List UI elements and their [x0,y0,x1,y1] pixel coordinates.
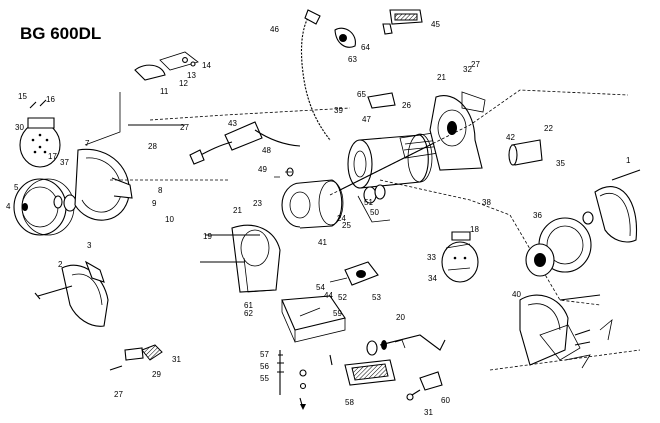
label-part-39: 39 [334,106,343,115]
motor-assembly [110,9,629,306]
label-part-17: 17 [48,152,57,161]
label-part-38: 38 [482,198,491,207]
label-part-65: 65 [357,90,366,99]
label-part-54: 54 [316,283,325,292]
label-part-24: 24 [337,214,346,223]
eye-shield-bracket [27,117,55,129]
label-part-11: 11 [160,87,169,96]
label-part-2: 2 [58,260,63,269]
label-part-55: 55 [260,374,269,383]
right-wheel-assembly [441,169,641,371]
label-part-57: 57 [260,350,269,359]
label-part-28: 28 [148,142,157,151]
label-part-30: 30 [15,123,24,132]
label-part-37: 37 [60,158,69,167]
label-part-27-c: 27 [471,60,480,69]
label-part-64: 64 [361,43,370,52]
label-part-44: 44 [324,291,333,300]
label-part-34: 34 [428,274,437,283]
left-switch [124,347,144,361]
label-part-36: 36 [533,211,542,220]
label-part-13: 13 [187,71,196,80]
label-part-51: 51 [364,198,373,207]
label-part-5: 5 [14,183,19,192]
label-part-40: 40 [512,290,521,299]
label-part-4: 4 [6,202,11,211]
label-part-21: 21 [233,206,242,215]
base-assembly [109,224,446,410]
part-labels: 1 2 3 4 5 7 8 9 10 11 12 13 14 15 16 17 … [6,20,631,417]
label-part-35: 35 [556,159,565,168]
label-part-22: 22 [544,124,553,133]
label-part-56: 56 [260,362,269,371]
label-part-19: 19 [203,232,212,241]
label-part-60: 60 [441,396,450,405]
right-spark-guard [594,186,638,243]
label-part-59: 59 [333,309,342,318]
label-part-48: 48 [262,146,271,155]
label-part-27-b: 27 [114,390,123,399]
diagram-title: BG 600DL [20,24,102,43]
right-flange-plate [441,241,479,283]
left-spark-guard [61,264,109,327]
label-part-42: 42 [506,133,515,142]
label-part-31: 31 [172,355,181,364]
power-cord-plug [224,121,263,151]
label-part-20: 20 [396,313,405,322]
label-part-25: 25 [342,221,351,230]
label-part-46: 46 [270,25,279,34]
label-part-7: 7 [85,139,90,148]
label-part-9: 9 [152,199,157,208]
label-part-61: 61 [244,301,253,310]
right-end-cap [419,371,443,391]
label-part-1: 1 [626,156,631,165]
left-wheel-assembly [13,51,199,327]
label-part-32: 32 [463,65,472,74]
label-part-47: 47 [362,115,371,124]
right-motor-housing [429,95,483,171]
lamp-bracket [367,92,396,109]
label-part-29: 29 [152,370,161,379]
label-part-41: 41 [318,238,327,247]
label-part-45: 45 [431,20,440,29]
label-part-21-b: 21 [437,73,446,82]
label-part-10: 10 [165,215,174,224]
label-part-52: 52 [338,293,347,302]
label-part-8: 8 [158,186,163,195]
label-part-12: 12 [179,79,188,88]
label-part-15: 15 [18,92,27,101]
left-wheel-guard [74,148,130,221]
label-part-50: 50 [370,208,379,217]
label-part-53: 53 [372,293,381,302]
label-part-23: 23 [253,199,262,208]
flexible-lamp-arm [301,13,331,141]
label-part-43: 43 [228,119,237,128]
label-part-63: 63 [348,55,357,64]
left-eye-shield [134,64,166,81]
label-part-31-b: 31 [424,408,433,417]
label-part-27: 27 [180,123,189,132]
label-part-62: 62 [244,309,253,318]
right-wheel-guard [519,294,569,366]
label-part-49: 49 [258,165,267,174]
label-part-16: 16 [46,95,55,104]
label-part-18: 18 [470,225,479,234]
spindle-rod [379,334,446,351]
label-part-58: 58 [345,398,354,407]
label-part-14: 14 [202,61,211,70]
label-part-33: 33 [427,253,436,262]
label-part-26: 26 [402,101,411,110]
label-part-3: 3 [87,241,92,250]
